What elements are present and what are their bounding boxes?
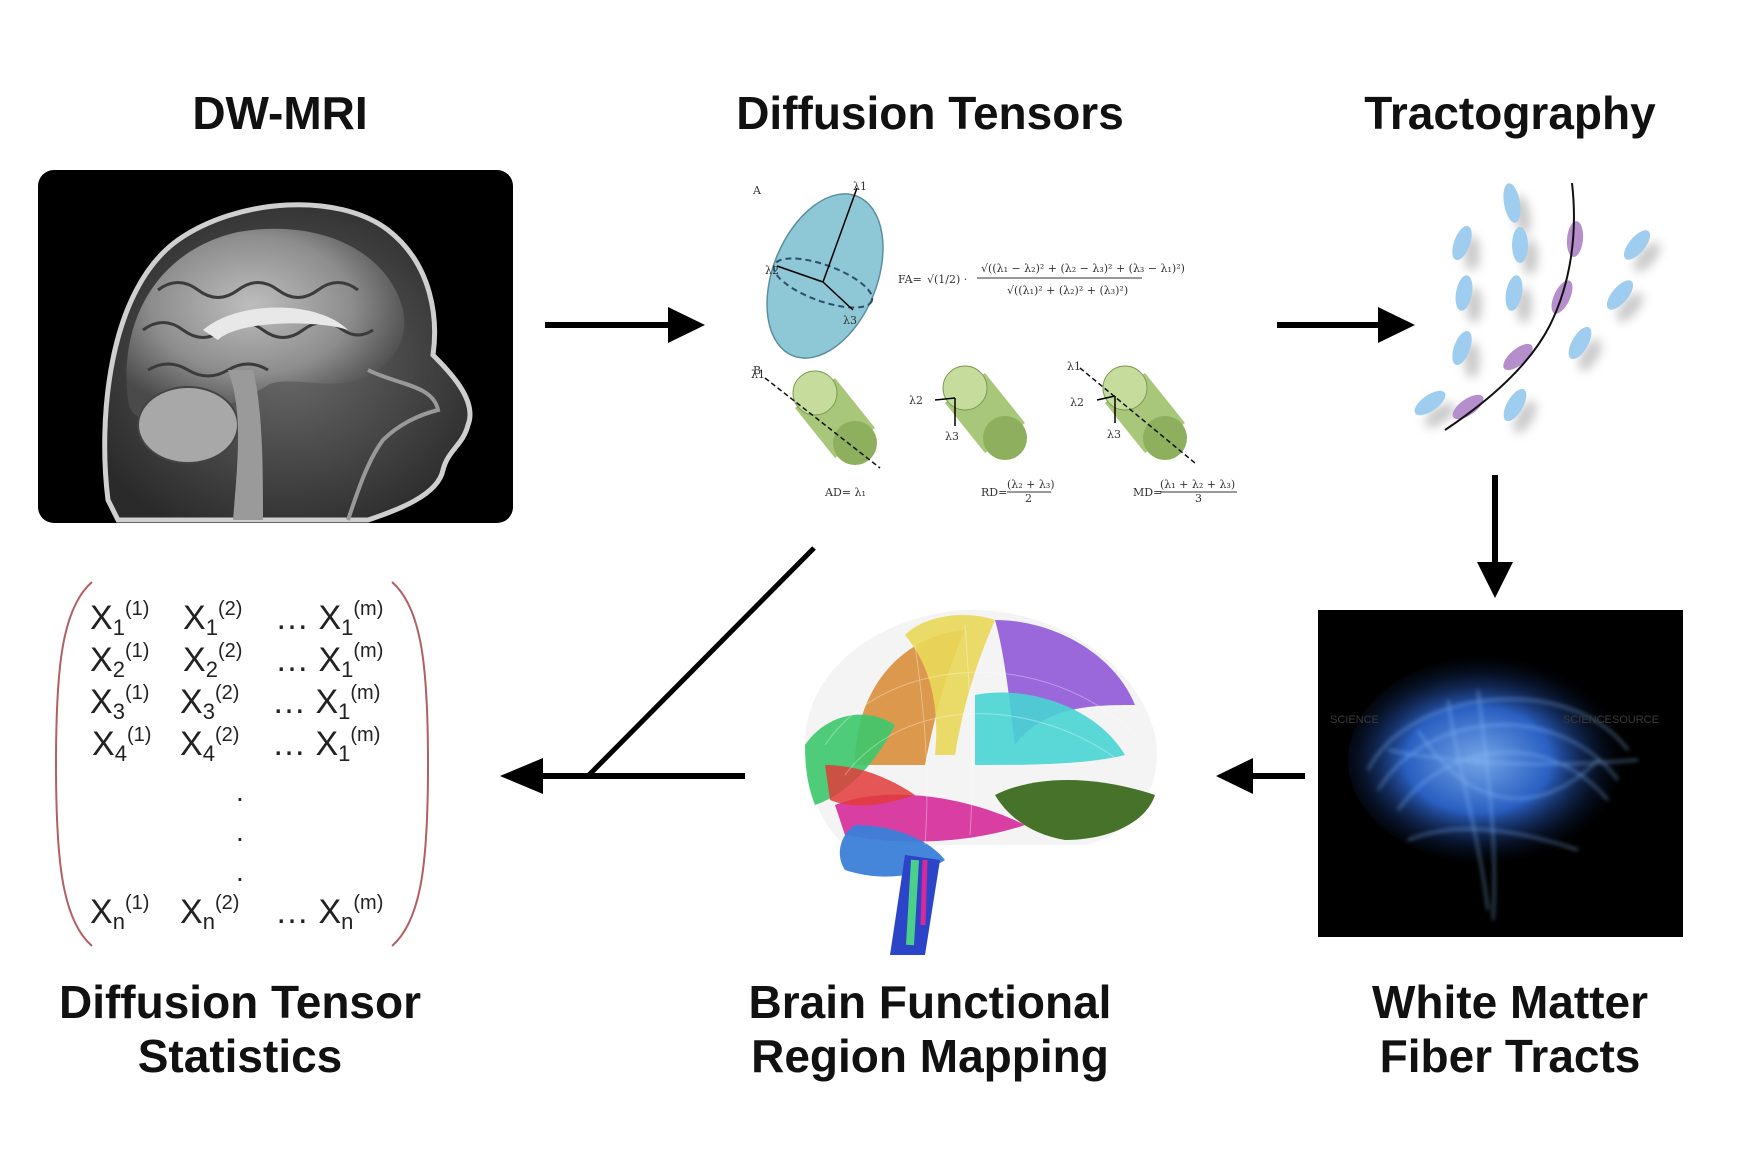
diffusion-tensors-title: Diffusion Tensors (736, 87, 1124, 139)
md-lambda2: λ2 (1070, 396, 1084, 409)
mapping-title: Brain Functional Region Mapping (700, 975, 1160, 1084)
mapping-title-line1: Brain Functional (748, 976, 1112, 1028)
fiber-streamline (1444, 182, 1575, 431)
mapping-title-line2: Region Mapping (751, 1030, 1109, 1083)
brain-region-mapping-image (805, 609, 1157, 955)
panel-b-label: B (753, 364, 761, 377)
fa-numerator: √((λ₁ − λ₂)² + (λ₂ − λ₃)² + (λ₃ − λ₁)²) (981, 262, 1185, 275)
matrix-cell: X1(1) (90, 598, 150, 640)
matrix-cell: … X1(m) (272, 682, 381, 724)
matrix-cell: X4(1) (92, 724, 152, 766)
matrix-cell: X3(2) (180, 682, 240, 724)
tensor-ellipsoid: λ1 λ2 λ3 (765, 180, 884, 359)
lambda3-label: λ3 (843, 314, 857, 327)
rd-label: RD= (981, 486, 1007, 499)
statistics-title-line1: Diffusion Tensor (58, 976, 422, 1028)
fiber-title-line2: Fiber Tracts (1379, 1030, 1641, 1083)
matrix-cell: X4(2) (180, 724, 240, 766)
rd-numerator: (λ₂ + λ₃) (1007, 478, 1055, 491)
md-denominator: 3 (1195, 492, 1202, 503)
matrix-ellipsis-dot: . (236, 776, 244, 807)
watermark-right: SCIENCESOURCE (1563, 714, 1659, 726)
md-numerator: (λ₁ + λ₂ + λ₃) (1160, 478, 1235, 491)
matrix-cell: Xn(2) (180, 892, 240, 934)
md-label: MD= (1133, 486, 1162, 499)
matrix-cell: X2(1) (90, 640, 150, 682)
arrow-mri-to-tensors (545, 307, 705, 343)
matrix-cell: … X1(m) (275, 598, 384, 640)
cylinder-rd: λ2 λ3 RD= (λ₂ + λ₃) 2 (909, 365, 1055, 503)
matrix-cell: X3(1) (90, 682, 150, 724)
arrow-tensors-to-tractography (1277, 307, 1415, 343)
rd-denominator: 2 (1025, 492, 1032, 503)
rd-lambda3: λ3 (945, 430, 959, 443)
md-lambda3: λ3 (1107, 428, 1121, 441)
watermark-left: SCIENCE (1330, 714, 1379, 726)
cylinder-md: λ1 λ2 λ3 MD= (λ₁ + λ₂ + λ₃) 3 (1067, 360, 1237, 503)
arrow-tractography-to-fibers (1477, 475, 1513, 598)
tensor-figure: A λ1 λ2 λ3 FA= √(1/2) · √((λ₁ − λ₂)² + (… (745, 178, 1265, 503)
statistics-title: Diffusion Tensor Statistics (30, 975, 450, 1084)
matrix-brackets (54, 581, 430, 947)
fa-denominator: √((λ₁)² + (λ₂)² + (λ₃)²) (1007, 284, 1128, 297)
panel-a-label: A (752, 184, 762, 197)
statistics-title-line2: Statistics (137, 1030, 343, 1083)
matrix-cell: X2(2) (183, 640, 243, 682)
mri-image (38, 170, 513, 523)
tractography-title: Tractography (1364, 87, 1656, 139)
lambda2-label: λ2 (765, 264, 779, 277)
matrix-ellipsis-dot: . (236, 856, 244, 887)
dw-mri-title: DW-MRI (192, 87, 368, 139)
md-lambda1: λ1 (1067, 360, 1081, 373)
fa-label: FA= (898, 273, 922, 286)
fiber-tracts-image: SCIENCE SCIENCESOURCE (1318, 610, 1683, 937)
tractography-figure (1414, 182, 1661, 434)
matrix-cell: … X1(m) (272, 724, 381, 766)
connector-tensors-to-statistics (585, 546, 816, 779)
matrix-cell: … X1(m) (275, 640, 384, 682)
ad-label: AD= λ₁ (824, 486, 866, 499)
fiber-bundles (805, 609, 1157, 955)
rd-lambda2: λ2 (909, 394, 923, 407)
fa-equation: FA= √(1/2) · √((λ₁ − λ₂)² + (λ₂ − λ₃)² +… (898, 262, 1185, 297)
lambda1-label: λ1 (853, 180, 867, 193)
arrow-mapping-to-statistics (500, 758, 745, 794)
cylinder-ad: λ1 AD= λ₁ (751, 368, 881, 499)
arrow-fibers-to-mapping (1216, 758, 1305, 794)
fiber-title: White Matter Fiber Tracts (1310, 975, 1710, 1084)
matrix-ellipsis-dot: . (236, 816, 244, 847)
ad-lambda1: λ1 (751, 368, 765, 381)
matrix-cell: X1(2) (183, 598, 243, 640)
matrix-cell: Xn(1) (90, 892, 150, 934)
fiber-title-line1: White Matter (1372, 976, 1648, 1028)
matrix-cell: … Xn(m) (275, 892, 384, 934)
tensor-glyphs (1414, 183, 1661, 434)
fa-half: √(1/2) · (927, 273, 967, 286)
